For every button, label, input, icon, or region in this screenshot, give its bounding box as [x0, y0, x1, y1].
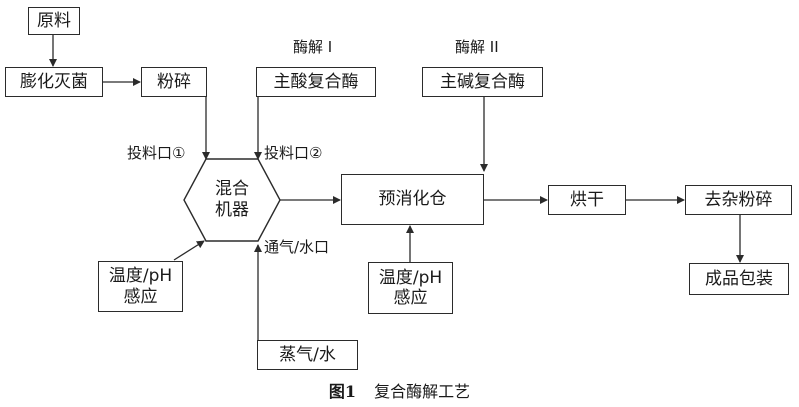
- node-raw-material: 原料: [28, 7, 80, 35]
- node-alkali-compound-enzyme: 主碱复合酶: [422, 67, 543, 97]
- label-feed-port-2: 投料口②: [264, 144, 323, 162]
- node-product-packaging: 成品包装: [689, 263, 789, 295]
- mixer-hexagon: [183, 158, 281, 242]
- node-drying: 烘干: [548, 185, 626, 215]
- node-crushing: 粉碎: [141, 67, 207, 97]
- node-pre-digestion-bin: 预消化仓: [341, 174, 484, 225]
- label-enzymolysis-2: 酶解 II: [455, 38, 499, 56]
- node-acid-compound-enzyme: 主酸复合酶: [256, 67, 376, 97]
- figure-number: 图1: [328, 382, 357, 401]
- label-vent-water-port: 通气/水口: [264, 238, 330, 256]
- arrow-sensor-to-mixer: [173, 240, 205, 261]
- node-puffing-sterilization: 膨化灭菌: [5, 67, 103, 97]
- figure-caption: 图1 复合酶解工艺: [0, 378, 799, 402]
- node-temp-ph-sensor-1: 温度/pH 感应: [98, 261, 183, 312]
- node-decontamination-crushing: 去杂粉碎: [685, 185, 792, 215]
- node-mixing-machine: 混合 机器: [215, 178, 249, 220]
- node-steam-water: 蒸气/水: [257, 340, 358, 370]
- label-feed-port-1: 投料口①: [127, 144, 186, 162]
- figure-title: 复合酶解工艺: [374, 382, 471, 401]
- label-enzymolysis-1: 酶解 I: [293, 38, 333, 56]
- node-temp-ph-sensor-2: 温度/pH 感应: [368, 262, 453, 314]
